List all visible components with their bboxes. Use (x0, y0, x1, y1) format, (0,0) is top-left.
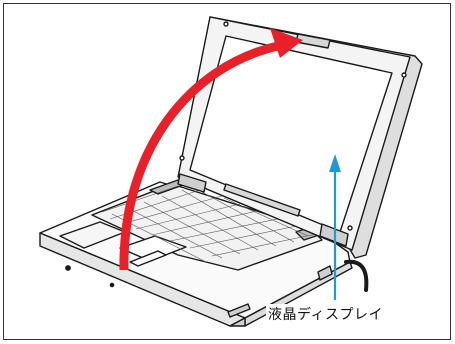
curved-arrow-icon (119, 28, 303, 271)
display-lid (177, 16, 423, 259)
display-label: 液晶ディスプレイ (266, 304, 386, 324)
power-cord (344, 259, 369, 292)
arrow-up-icon (329, 154, 341, 300)
